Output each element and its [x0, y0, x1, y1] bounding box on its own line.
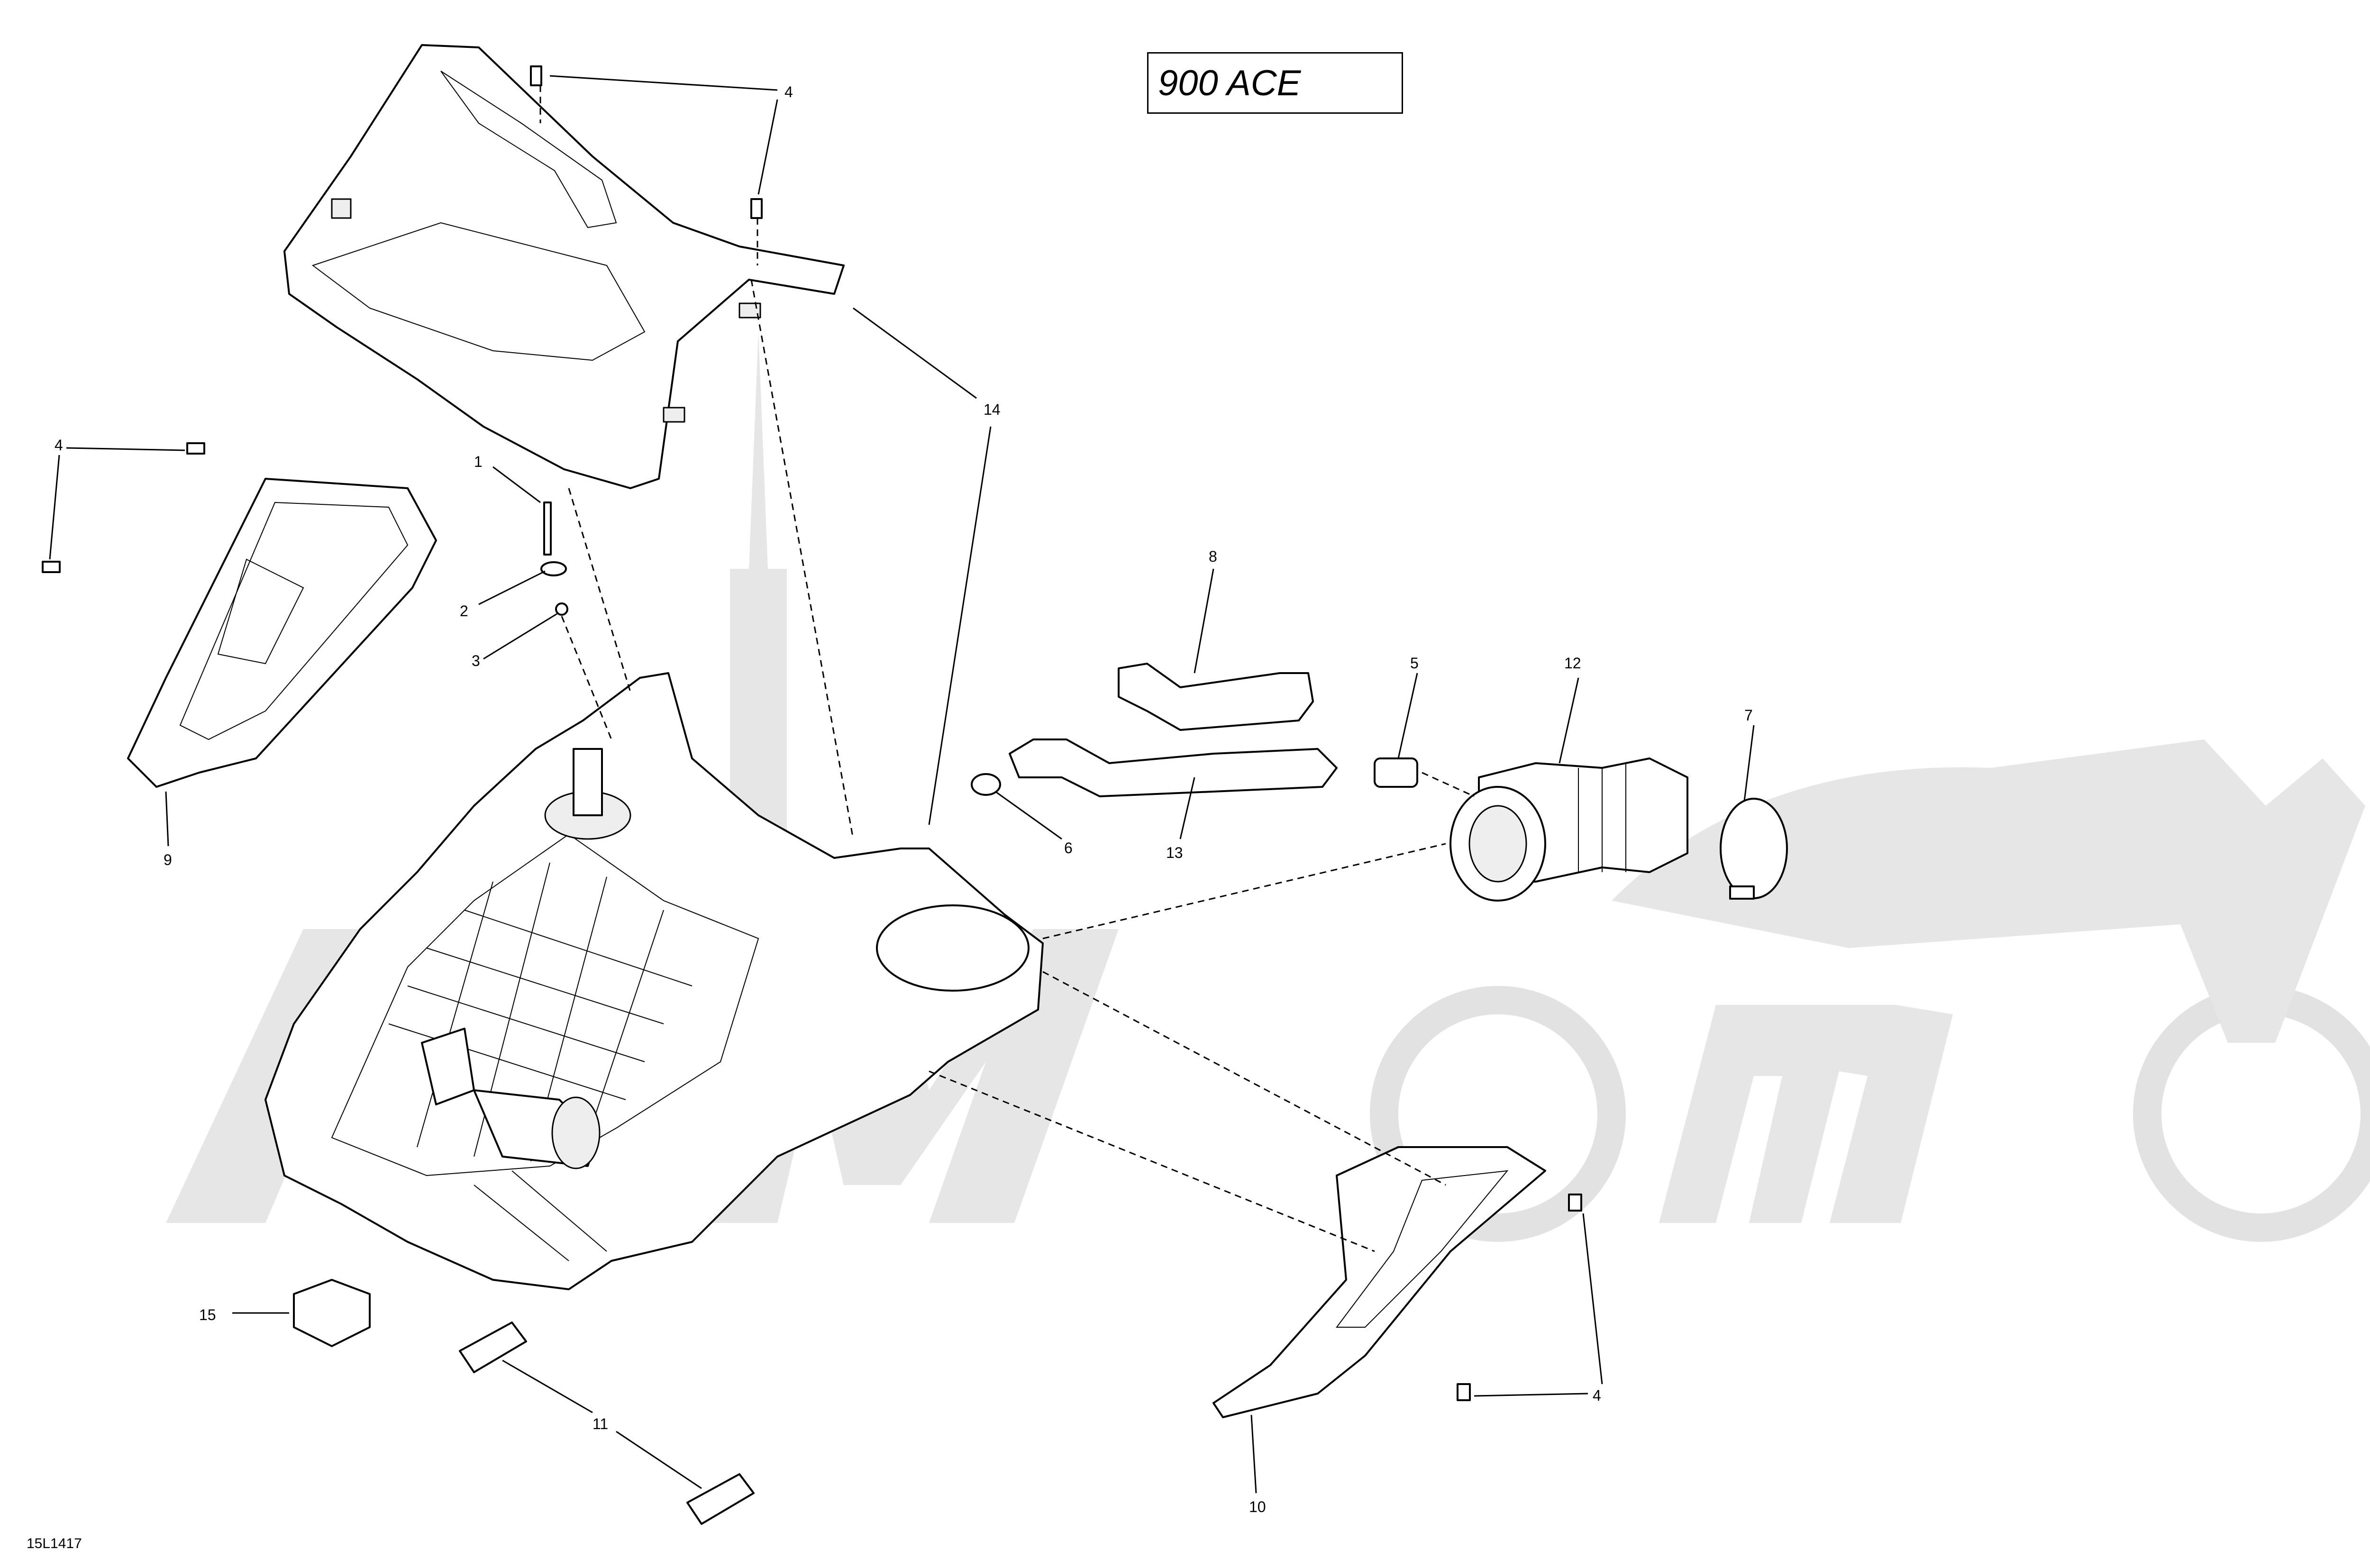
watermark-motorcycle-body	[1612, 739, 2365, 1043]
washer-2	[540, 561, 567, 576]
airbox-base-shell	[264, 672, 1044, 1290]
leader-lines	[49, 75, 1755, 1494]
callout-1: 1	[474, 453, 483, 470]
part-right-side-trim	[1212, 1146, 1546, 1418]
fitting-5-body	[1374, 757, 1418, 788]
tube-8-body	[1118, 663, 1314, 731]
bracket-15-body	[293, 1279, 371, 1347]
model-title: 900 ACE	[1158, 63, 1301, 103]
band-clamp-7-screw	[1729, 885, 1755, 900]
airbox-spring	[573, 748, 603, 816]
callout-11: 11	[592, 1415, 608, 1432]
bolt-1	[543, 501, 552, 556]
part-band-clamp-7	[1720, 798, 1788, 900]
airbox-flange	[421, 1028, 475, 1105]
screw-4	[530, 65, 542, 86]
screw-4	[42, 561, 61, 573]
callout-15: 15	[199, 1306, 216, 1323]
callout-12: 12	[1564, 655, 1581, 672]
hose-13-body	[1009, 738, 1338, 797]
airbox-outlet-opening	[876, 904, 1030, 992]
callout-5: 5	[1410, 655, 1419, 672]
assembly-lines	[539, 85, 1475, 1252]
callout-8: 8	[1209, 548, 1217, 565]
part-hose-13	[1009, 738, 1338, 797]
part-upper-cover	[283, 44, 845, 489]
callout-3: 3	[472, 652, 480, 669]
upper-cover-inner-panel	[311, 222, 646, 361]
part-tube-8	[1118, 663, 1314, 731]
part-pads-11	[459, 1322, 755, 1525]
band-clamp-7-ring	[1720, 798, 1788, 899]
callout-4: 4	[1593, 1387, 1601, 1404]
nut-3	[555, 602, 568, 616]
airbox-base-floor	[331, 833, 759, 1176]
part-airbox-base	[264, 672, 1044, 1290]
callout-7: 7	[1744, 707, 1753, 724]
callout-14: 14	[984, 401, 1001, 418]
part-bracket-15	[293, 1279, 371, 1347]
callout-9: 9	[164, 851, 172, 868]
left-trim-shell	[127, 478, 437, 788]
callout-4: 4	[55, 437, 63, 454]
part-left-side-trim	[127, 478, 437, 788]
reference-code: 15L1417	[27, 1536, 82, 1551]
screw-4	[750, 198, 763, 219]
watermark-spire	[749, 332, 768, 569]
model-title-box: 900 ACE	[1147, 52, 1403, 114]
upper-cover-clip	[663, 407, 685, 423]
intake-12-throat	[1468, 805, 1527, 883]
pad-11-upper	[459, 1322, 527, 1373]
upper-cover-clip	[738, 302, 761, 319]
screw-4	[1568, 1194, 1582, 1212]
part-clamp-6	[971, 773, 1001, 796]
callout-10: 10	[1249, 1498, 1266, 1515]
callout-2: 2	[460, 602, 468, 620]
upper-cover-rib	[440, 71, 617, 228]
callouts: 4 14 4 1 2 3 8 5 12 7 6 13 9 4 10 15 11	[55, 83, 1753, 1515]
upper-cover-clip	[331, 198, 352, 219]
screw-4	[186, 442, 205, 455]
part-intake-12	[1449, 757, 1688, 902]
airbox-inlet-mouth	[551, 1096, 601, 1169]
left-trim-inner	[179, 501, 409, 740]
right-trim-vent	[1336, 1170, 1509, 1328]
watermark-letter-m2	[1659, 1005, 1953, 1223]
upper-cover-shell	[283, 44, 845, 489]
callout-6: 6	[1064, 839, 1073, 857]
clamp-6-ring	[971, 773, 1001, 796]
pad-11-lower	[686, 1473, 755, 1525]
screw-4	[1457, 1383, 1471, 1401]
part-fitting-5	[1374, 757, 1418, 788]
fasteners	[42, 65, 1582, 1401]
right-trim-shell	[1212, 1146, 1546, 1418]
callout-13: 13	[1166, 844, 1183, 861]
watermark-rear-wheel	[1370, 986, 1626, 1242]
left-trim-vent	[217, 558, 304, 665]
callout-4: 4	[784, 83, 793, 100]
